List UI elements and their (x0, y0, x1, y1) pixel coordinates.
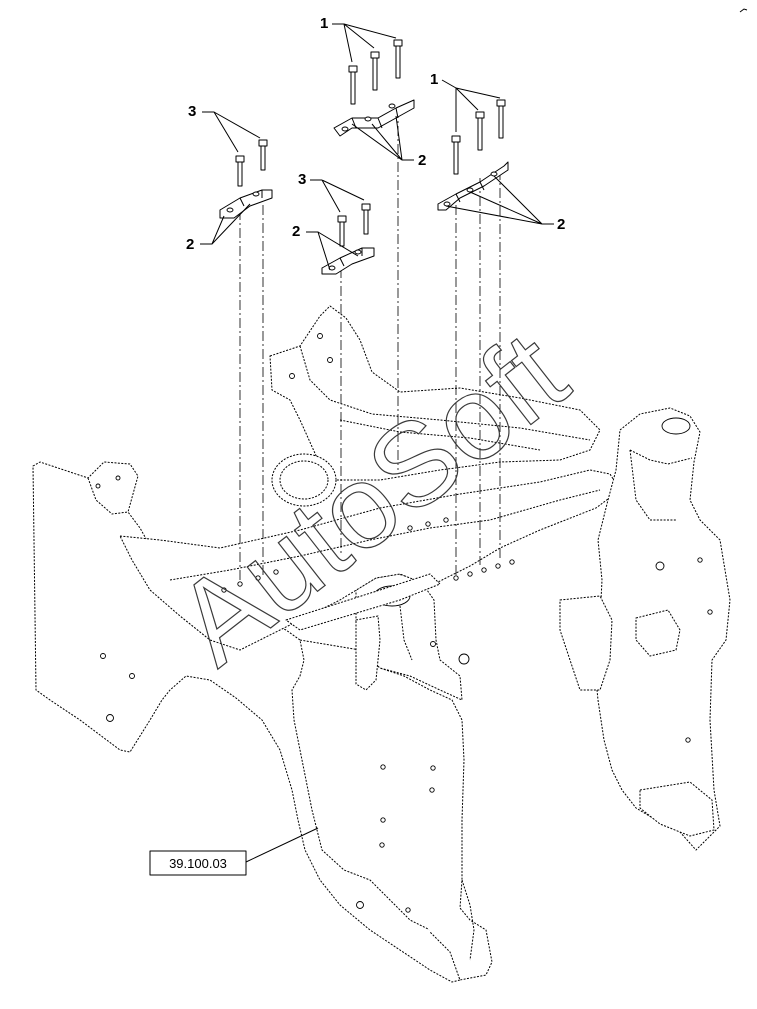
frame-hole (356, 901, 364, 909)
bolt (370, 51, 380, 91)
pedestal-side (399, 605, 413, 661)
assembly-lines (239, 108, 501, 580)
right-drop-arm (559, 595, 613, 691)
bracket-center (321, 247, 375, 275)
frame-hole (707, 609, 713, 615)
hose-loop-inner (279, 460, 329, 500)
frame-hole (430, 641, 436, 647)
left-plate-inner-edge (87, 477, 129, 515)
frame-hole (379, 842, 385, 848)
callout-3-center: 3 (298, 171, 306, 188)
frame-hole (655, 561, 665, 571)
frame-hole (429, 787, 435, 793)
bolt (361, 203, 371, 235)
frame-hole (95, 483, 101, 489)
lower-plate (299, 639, 493, 981)
tower-bracket (635, 609, 681, 657)
callout-2-left: 2 (186, 236, 194, 253)
bolt (475, 111, 485, 151)
tower-lower-box (639, 781, 715, 837)
center-pedestal (355, 573, 463, 701)
bolt (258, 139, 268, 171)
frame-hole (289, 373, 295, 379)
bracket-top-center (333, 99, 415, 137)
crossmember-holes (221, 517, 515, 593)
callout-2-center: 2 (292, 223, 300, 240)
upper-bracket-edge (299, 345, 591, 441)
bolts-top-right (451, 99, 506, 175)
reference-box[interactable]: 39.100.03 (149, 850, 247, 876)
frame-hole (685, 737, 691, 743)
bolt (337, 215, 347, 247)
bolt (496, 99, 506, 139)
corner-mark (739, 8, 748, 13)
bolts-center (337, 203, 371, 247)
bolt (451, 135, 461, 175)
frame-hole (697, 557, 703, 563)
frame-hole (317, 333, 323, 339)
lower-plate-edge (461, 879, 475, 961)
crossmember (119, 469, 621, 651)
bolt (348, 65, 358, 105)
crossmember-slot (285, 573, 441, 631)
frame-hole (129, 673, 135, 679)
bolt (235, 155, 245, 187)
frame-hole (430, 765, 436, 771)
callout-1-top-right: 1 (430, 71, 438, 88)
frame-hole (115, 475, 121, 481)
bracket-left (219, 189, 273, 219)
tower-face (629, 449, 676, 521)
frame-hole (458, 653, 470, 665)
tower-top-bore (661, 417, 691, 435)
upper-bracket-edge (339, 419, 541, 451)
bolts-left (235, 139, 268, 187)
reference-label: 39.100.03 (169, 856, 227, 871)
frame-hole (405, 907, 411, 913)
left-upright-tab (355, 615, 381, 691)
bolt (393, 39, 403, 79)
bolts-top-center (348, 39, 403, 105)
callout-3-left: 3 (188, 103, 196, 120)
callout-2-top-center: 2 (418, 152, 426, 169)
crossmember-top-edge (169, 489, 601, 581)
callout-1-top-center: 1 (320, 15, 328, 32)
frame-hole (380, 764, 386, 770)
main-frame (32, 305, 731, 983)
frame-hole (106, 714, 114, 722)
tower-face (629, 449, 693, 465)
frame-hole (100, 653, 106, 659)
bracket-right (437, 161, 509, 211)
frame-hole (327, 357, 333, 363)
frame-hole (380, 817, 386, 823)
upper-rear-bracket (269, 305, 601, 481)
callout-2-right: 2 (557, 216, 565, 233)
leader-lines (200, 23, 554, 863)
